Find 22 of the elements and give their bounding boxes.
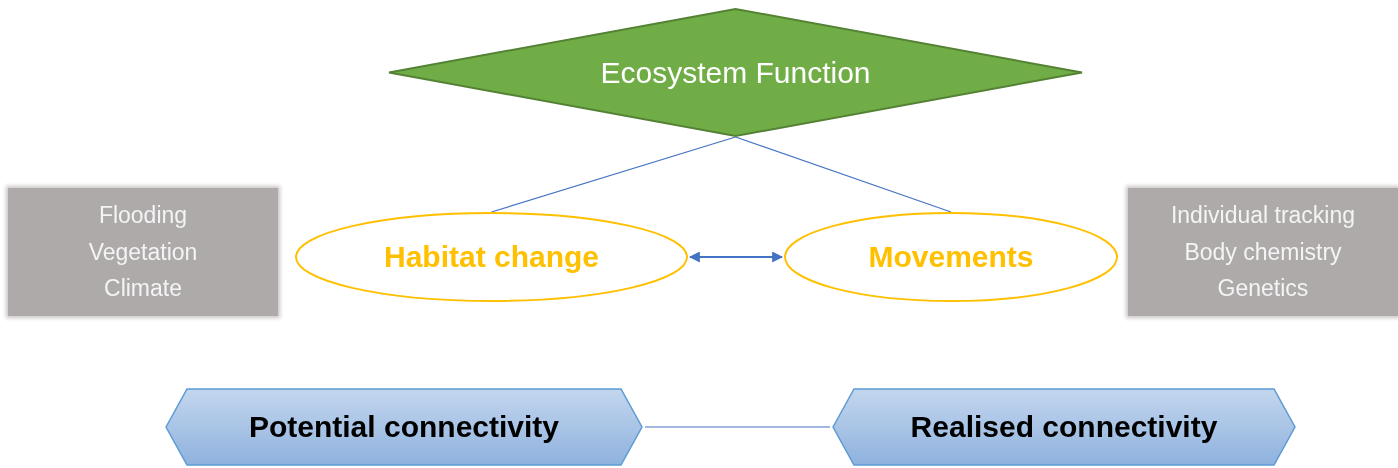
arrow: [688, 251, 784, 263]
hexagon-banner: [832, 388, 1296, 466]
decision-diamond: [388, 8, 1083, 137]
node-label: Ecosystem Function: [600, 54, 871, 91]
node-label: Genetics: [1217, 274, 1309, 304]
ellipse-node: [295, 212, 688, 302]
connector-line: [490, 136, 737, 213]
info-box: [8, 188, 278, 316]
info-box: [1128, 188, 1398, 316]
node-label: Potential connectivity: [248, 409, 560, 445]
ellipse-node: [784, 212, 1118, 302]
node-label: Climate: [104, 274, 182, 304]
connector-line: [644, 426, 831, 428]
connector-line: [734, 136, 952, 213]
node-label: Realised connectivity: [910, 409, 1218, 445]
node-label: Flooding: [98, 200, 188, 230]
hexagon-banner: [165, 388, 643, 466]
node-label: Habitat change: [383, 239, 599, 275]
node-label: Vegetation: [88, 237, 198, 267]
node-label: Movements: [868, 239, 1034, 275]
node-label: Individual tracking: [1170, 200, 1356, 230]
node-label: Body chemistry: [1184, 237, 1342, 267]
